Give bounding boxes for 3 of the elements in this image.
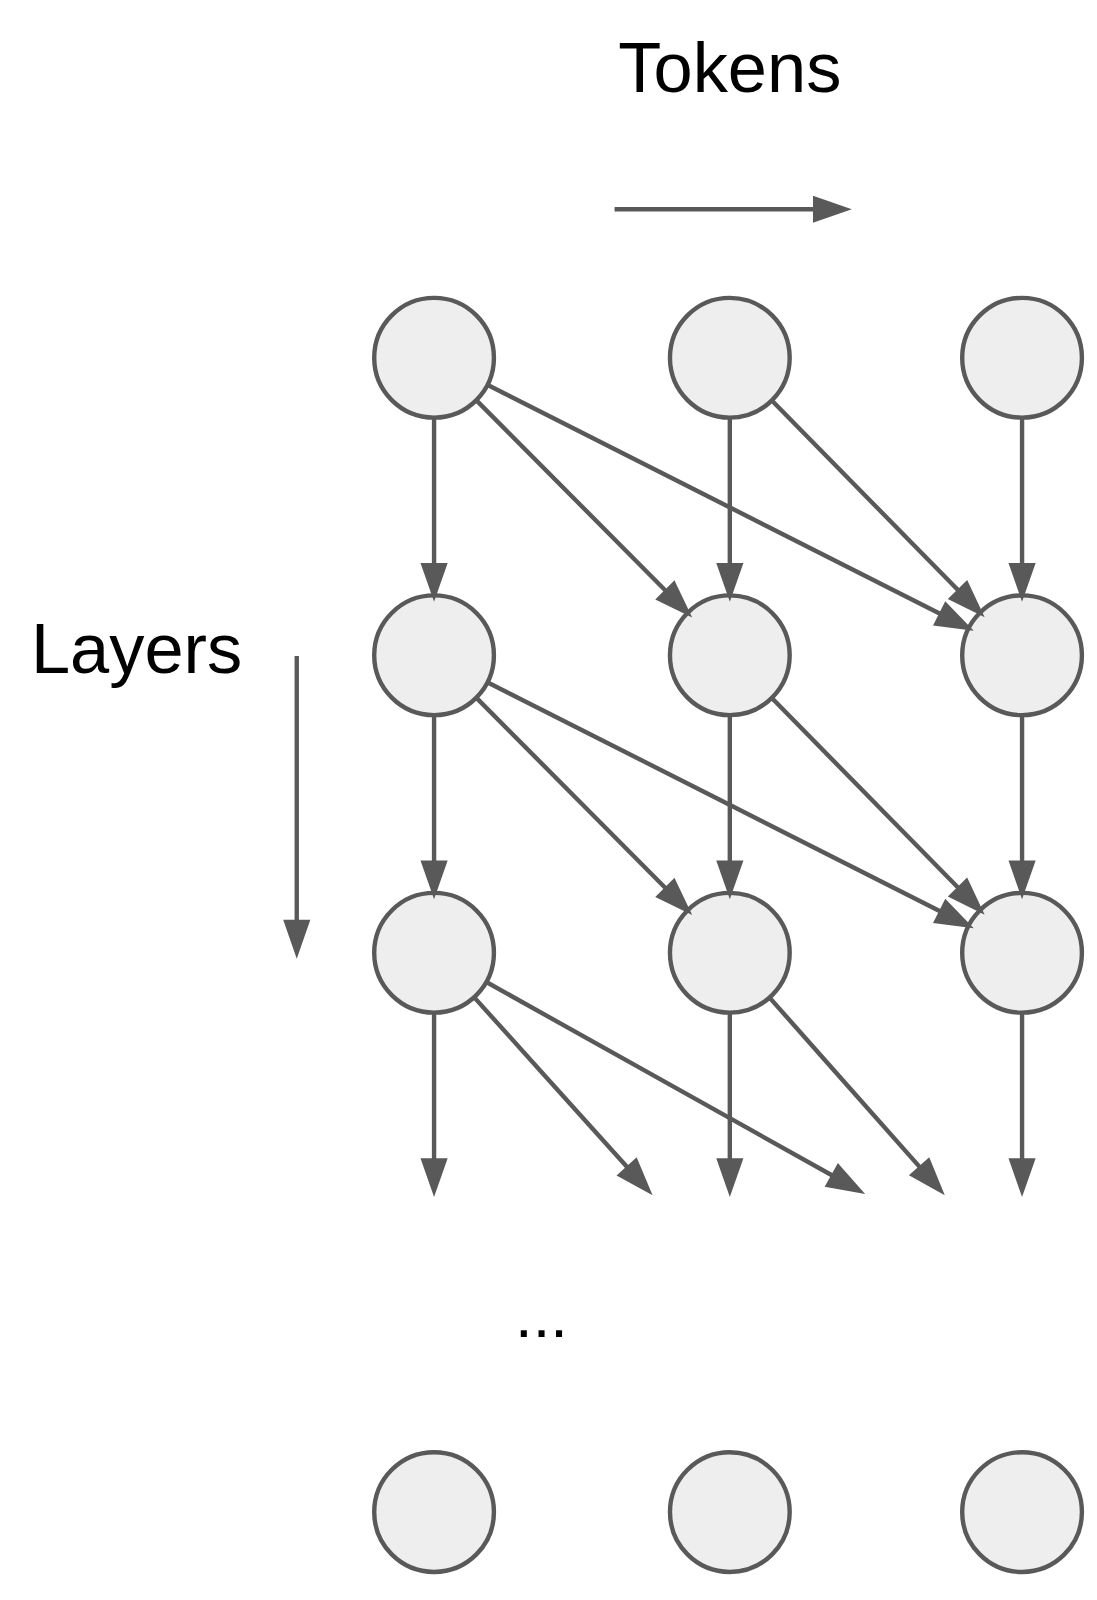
label: Layers — [30, 608, 243, 688]
label: ... — [515, 1279, 568, 1350]
label: Tokens — [618, 27, 842, 107]
